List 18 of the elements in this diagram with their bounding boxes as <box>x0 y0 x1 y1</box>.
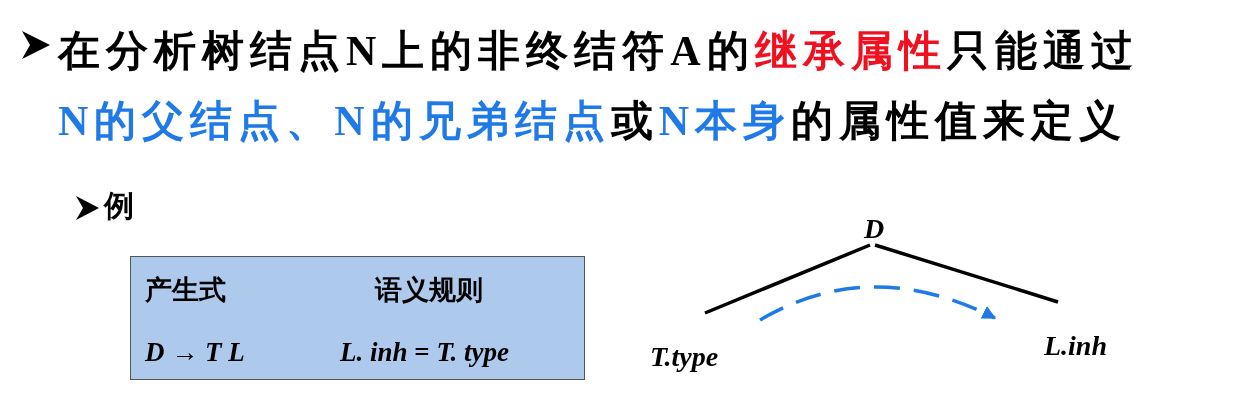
highlighted-phrase: N的父结点、N的兄弟结点 <box>58 98 611 144</box>
tree-node-label: D <box>857 211 891 245</box>
headline-text: 只能通过 <box>946 28 1139 74</box>
table-cell-text: 语义规则 <box>375 274 483 307</box>
headline-text: 或 <box>610 98 659 144</box>
table-cell-text: D → T L <box>145 337 245 368</box>
highlighted-phrase: N本身 <box>658 98 791 144</box>
highlighted-phrase: 继承属性 <box>754 28 947 74</box>
tree-node-label: T.type <box>650 313 760 373</box>
table-cell-text: 产生式 <box>145 274 226 307</box>
dashed-arrow <box>759 285 997 322</box>
example-label: 例 <box>104 188 134 224</box>
headline-text: 在分析树结点N上的非终结符A的 <box>58 28 755 74</box>
tree-branch-line <box>704 243 871 315</box>
tree-node-label: L.inh <box>995 302 1107 362</box>
tree-branch-line <box>874 243 1059 304</box>
table-cell-text: L. inh = T. type <box>340 337 509 368</box>
headline-text: 的属性值来定义 <box>791 98 1127 144</box>
